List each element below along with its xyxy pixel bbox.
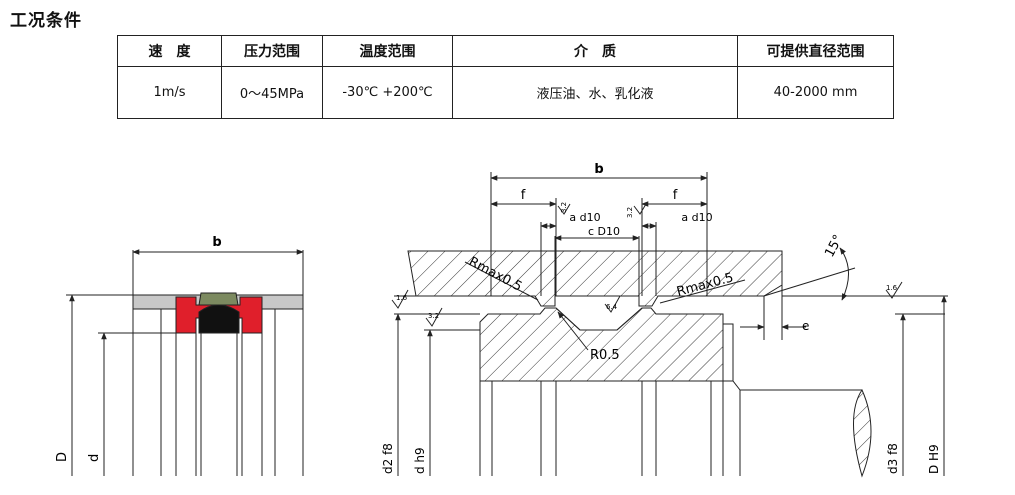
right-dim-e: e <box>802 319 809 333</box>
header-pressure: 压力范围 <box>221 35 323 67</box>
roughness-1-6-right: 1.6 <box>886 284 898 292</box>
left-dim-d: d <box>87 454 102 462</box>
right-dim-a-left: a d10 <box>569 211 600 224</box>
cell-speed: 1m/s <box>117 66 222 119</box>
right-dim-d: d h9 <box>413 447 427 474</box>
right-groove-drawing <box>391 172 948 478</box>
working-conditions-table: 速 度 压力范围 温度范围 介 质 可提供直径范围 1m/s 0～45MPa -… <box>117 35 894 119</box>
piston-section <box>479 307 724 382</box>
cell-diameter-range: 40-2000 mm <box>737 66 894 119</box>
left-seal-drawing <box>66 249 304 476</box>
right-dim-D: D H9 <box>927 444 941 474</box>
section-title: 工况条件 <box>10 11 82 31</box>
right-dim-b: b <box>594 162 603 177</box>
right-dim-d3: d3 f8 <box>886 443 900 474</box>
header-medium: 介 质 <box>452 35 738 67</box>
right-dim-a-right: a d10 <box>681 211 712 224</box>
right-dim-f-right: f <box>673 188 678 203</box>
cell-pressure: 0～45MPa <box>221 66 323 119</box>
radius-groove: R0.5 <box>590 348 620 363</box>
rod-break <box>853 388 872 478</box>
roughness-3-2-a: 3.2 <box>428 312 439 320</box>
table-header-row: 速 度 压力范围 温度范围 介 质 可提供直径范围 <box>117 35 894 67</box>
right-dim-d2: d2 f8 <box>381 443 395 474</box>
chamfer-angle: 15° <box>822 232 846 259</box>
right-dim-f-left: f <box>521 188 526 203</box>
table-row: 1m/s 0～45MPa -30℃ +200℃ 液压油、水、乳化液 40-200… <box>117 66 894 119</box>
cell-medium: 液压油、水、乳化液 <box>452 66 738 119</box>
roughness-1-6-left: 1.6 <box>396 294 408 302</box>
glide-ring <box>198 292 239 306</box>
header-temperature: 温度范围 <box>322 35 453 67</box>
header-speed: 速 度 <box>117 35 222 67</box>
o-ring <box>198 304 240 334</box>
roughness-6-4: 6.4 <box>606 303 618 311</box>
left-dim-D: D <box>55 452 70 462</box>
cell-temperature: -30℃ +200℃ <box>322 66 453 119</box>
right-dim-c: c D10 <box>588 225 620 238</box>
roughness-3-2-b: 3.2 <box>560 202 568 213</box>
housing-section <box>407 250 783 307</box>
roughness-3-2-c: 3.2 <box>626 207 634 218</box>
left-dim-b: b <box>212 235 221 250</box>
